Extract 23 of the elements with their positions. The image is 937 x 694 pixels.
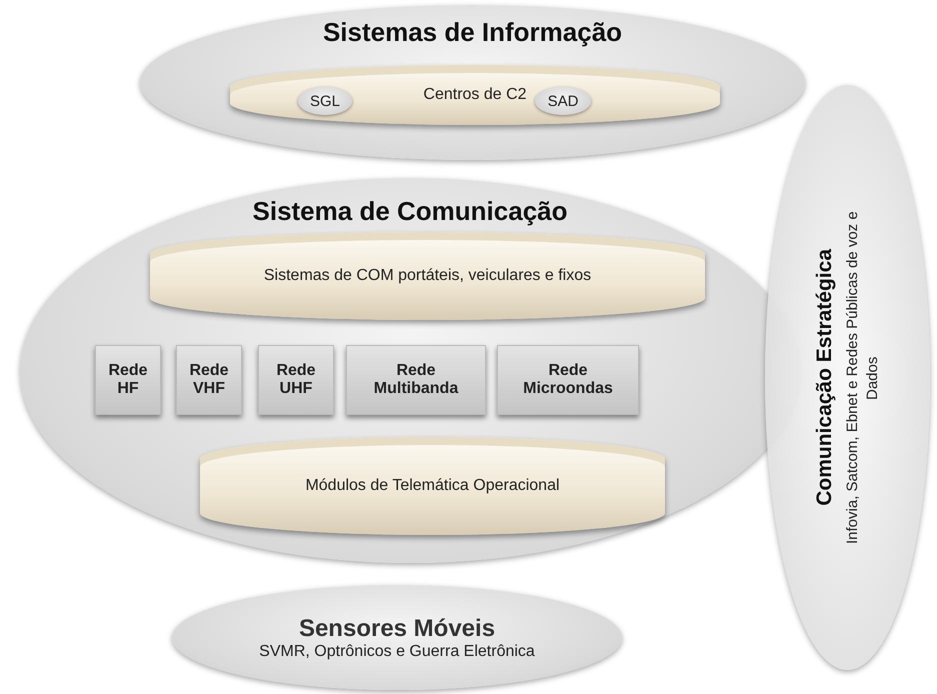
network-box xyxy=(176,345,242,415)
layer-subtitle: Infovia, Satcom, Ebnet e Redes Públicas de voz e Dados xyxy=(842,210,882,546)
node-label: Rede UHF xyxy=(276,362,316,398)
node-label: Centros de C2 xyxy=(423,86,527,104)
network-box xyxy=(346,345,486,415)
node-label: SGL xyxy=(310,92,340,110)
node-label: Módulos de Telemática Operacional xyxy=(305,477,560,495)
layer-title: Comunicação Estratégica xyxy=(812,249,836,506)
node-label: SAD xyxy=(548,92,578,110)
network-box xyxy=(258,345,334,415)
oval-badge xyxy=(298,87,352,115)
layer-title: Sistema de Comunicação xyxy=(252,196,568,227)
layer-title: Sensores Móveis xyxy=(298,614,496,642)
node-label: Rede Microondas xyxy=(523,362,613,398)
network-box xyxy=(95,345,161,415)
node-label: Rede Multibanda xyxy=(374,362,458,398)
layer-title: Sistemas de Informação xyxy=(322,17,622,48)
network-box xyxy=(497,345,639,415)
node-label: Rede VHF xyxy=(189,362,229,398)
node-label: Sistemas de COM portáteis, veiculares e fixos xyxy=(264,267,592,285)
oval-badge xyxy=(535,87,591,115)
node-label: Rede HF xyxy=(108,362,148,398)
layer-subtitle: SVMR, Optrônicos e Guerra Eletrônica xyxy=(259,642,535,660)
